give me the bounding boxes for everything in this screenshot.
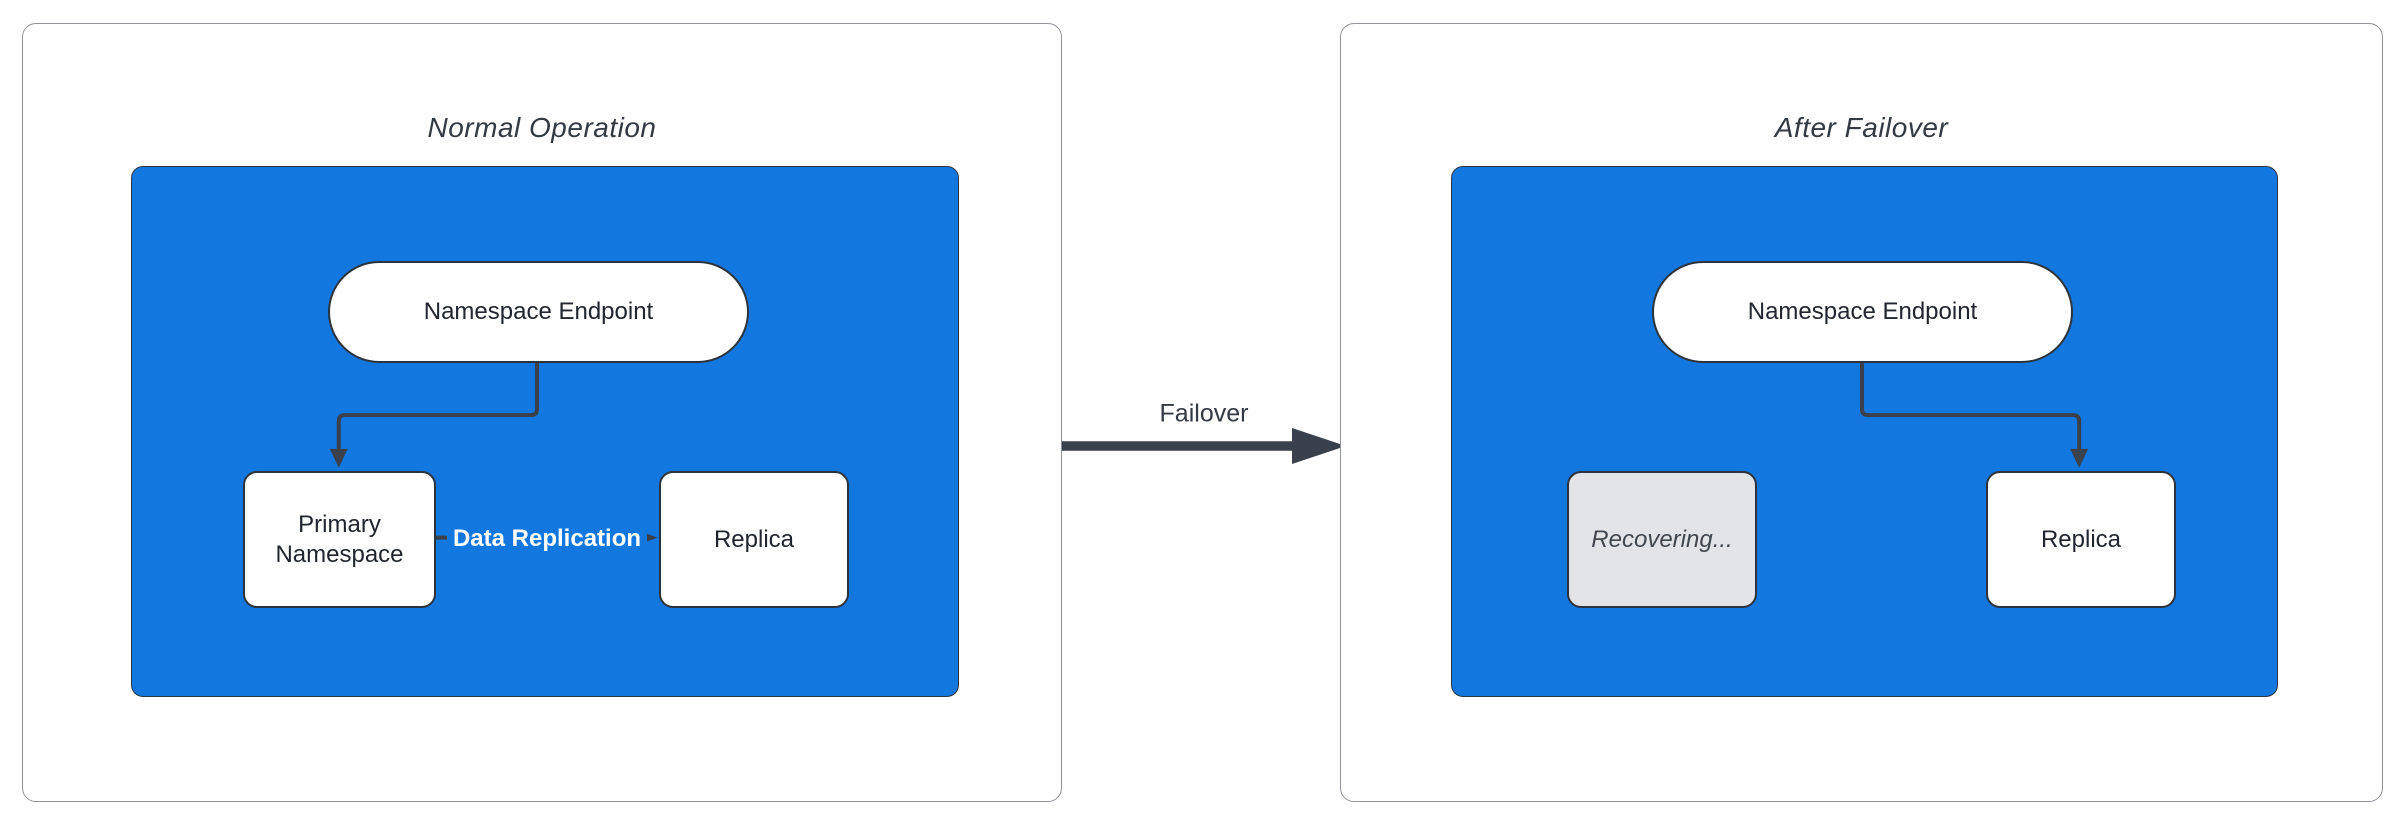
failover-arrowhead bbox=[1292, 428, 1346, 464]
failover-arrow bbox=[1062, 428, 1346, 464]
failover-label: Failover bbox=[1159, 399, 1249, 428]
node-label-namespace-endpoint-failover: Namespace Endpoint bbox=[1747, 298, 1978, 325]
arrowhead-endpoint-to-primary bbox=[329, 448, 348, 468]
arrowhead-endpoint-to-replica bbox=[2070, 448, 2089, 468]
node-replica-normal: Replica bbox=[659, 471, 849, 608]
node-label-namespace-endpoint-normal: Namespace Endpoint bbox=[423, 298, 654, 325]
node-replica-failover: Replica bbox=[1986, 471, 2176, 608]
node-label-primary-namespace: Primary Namespace bbox=[275, 510, 404, 568]
edge-endpoint-to-primary bbox=[329, 362, 540, 468]
panel-after-failover: After Failover Namespace Endpoint Recove… bbox=[1340, 23, 2383, 802]
node-label-replica-failover: Replica bbox=[2040, 525, 2122, 553]
node-namespace-endpoint-normal: Namespace Endpoint bbox=[328, 261, 749, 363]
edge-endpoint-to-replica bbox=[1860, 362, 2089, 468]
panel-title-normal-operation: Normal Operation bbox=[427, 112, 657, 143]
cluster-normal-operation: Namespace Endpoint Primary Namespace Rep… bbox=[131, 166, 959, 697]
cluster-after-failover: Namespace Endpoint Recovering... Replica bbox=[1451, 166, 2278, 697]
node-label-recovering: Recovering... bbox=[1591, 525, 1733, 553]
panel-normal-operation: Normal Operation Namespace Endpoint Prim… bbox=[22, 23, 1062, 802]
edges-after-failover bbox=[1860, 362, 2089, 468]
node-primary-namespace: Primary Namespace bbox=[243, 471, 436, 608]
node-label-replica-normal: Replica bbox=[713, 525, 795, 553]
node-recovering: Recovering... bbox=[1567, 471, 1757, 608]
edges-normal-operation bbox=[329, 362, 658, 548]
node-namespace-endpoint-failover: Namespace Endpoint bbox=[1652, 261, 2073, 363]
panel-title-after-failover: After Failover bbox=[1774, 112, 1949, 143]
edge-label-data-replication: Data Replication bbox=[446, 523, 648, 555]
